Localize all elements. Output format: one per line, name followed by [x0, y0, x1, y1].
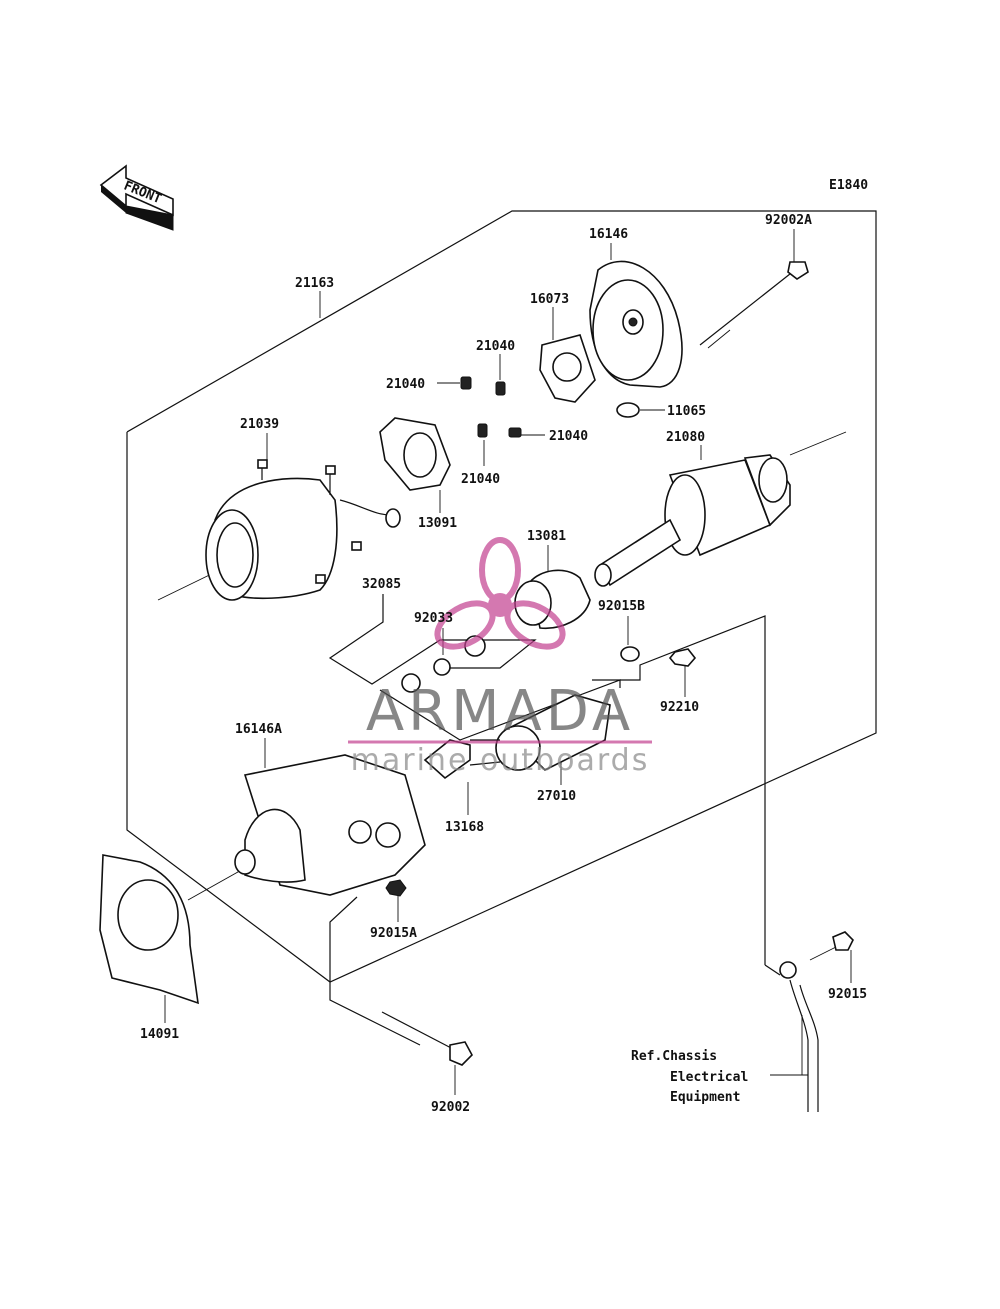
- label-21040-left: 21040: [386, 377, 425, 392]
- grommet-11065: [616, 402, 640, 418]
- label-92015B: 92015B: [598, 599, 645, 614]
- brush-plate-16073: [539, 334, 596, 403]
- label-92210: 92210: [660, 700, 699, 715]
- reference-note: Ref.Chassis Electrical Equipment: [631, 1049, 808, 1105]
- front-housing-16146A: [234, 754, 426, 896]
- rear-cover-16146: [589, 260, 683, 388]
- label-92015A: 92015A: [370, 926, 417, 941]
- label-13081: 13081: [527, 529, 566, 544]
- brush-holder-13091: [379, 417, 451, 491]
- ref-line-3: Equipment: [670, 1090, 740, 1105]
- plate-14091: [99, 854, 199, 1005]
- nut-92015B: [620, 646, 640, 662]
- armature-21080: [594, 454, 791, 587]
- label-21040-bottom: 21040: [461, 472, 500, 487]
- label-92002A: 92002A: [765, 213, 812, 228]
- spring-icons-21040: [460, 376, 522, 438]
- label-21040-top: 21040: [476, 339, 515, 354]
- cable-terminal-92015: [779, 931, 854, 1112]
- label-16146A: 16146A: [235, 722, 282, 737]
- label-21039: 21039: [240, 417, 279, 432]
- nut-92015A: [385, 879, 407, 897]
- label-16073: 16073: [530, 292, 569, 307]
- label-13091: 13091: [418, 516, 457, 531]
- front-arrow-icon: FRONT: [99, 164, 174, 231]
- label-21163: 21163: [295, 276, 334, 291]
- label-27010: 27010: [537, 789, 576, 804]
- ref-line-1: Ref.Chassis: [631, 1049, 717, 1064]
- watermark-brand: ARMADA: [366, 679, 634, 744]
- solenoid-27010: [469, 694, 611, 771]
- label-92033: 92033: [414, 611, 453, 626]
- front-label: FRONT: [121, 179, 163, 208]
- part-labels: 21163 16146 92002A 16073 21040 21040 210…: [140, 213, 867, 1115]
- label-92002: 92002: [431, 1100, 470, 1115]
- bolt-92002A: [699, 261, 809, 349]
- label-92015: 92015: [828, 987, 867, 1002]
- diagram-code: E1840: [829, 178, 868, 193]
- armada-watermark: ARMADA marine outboards: [348, 537, 652, 778]
- watermark-tagline: marine outboards: [351, 743, 650, 778]
- label-14091: 14091: [140, 1027, 179, 1042]
- yoke-21039: [205, 459, 401, 601]
- label-13168: 13168: [445, 820, 484, 835]
- ref-line-2: Electrical: [670, 1070, 748, 1085]
- assembly-frame: [126, 210, 877, 983]
- label-21080: 21080: [666, 430, 705, 445]
- propeller-logo-icon: [434, 537, 566, 650]
- label-16146: 16146: [589, 227, 628, 242]
- bolt-92002: [381, 1011, 473, 1066]
- label-21040-right: 21040: [549, 429, 588, 444]
- label-32085: 32085: [362, 577, 401, 592]
- nut-92210: [668, 648, 697, 667]
- label-11065: 11065: [667, 404, 706, 419]
- leader-lines: [164, 229, 852, 1095]
